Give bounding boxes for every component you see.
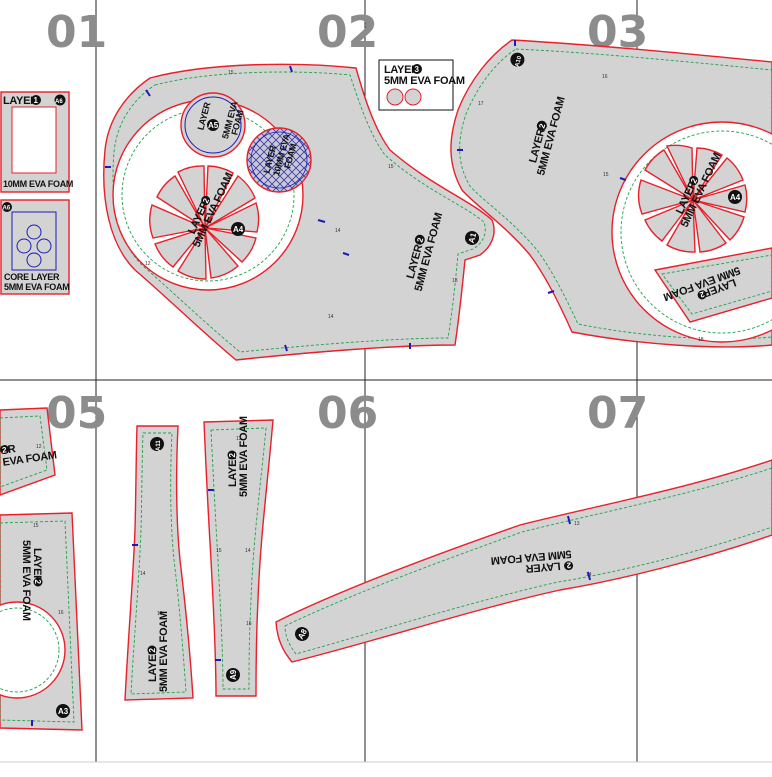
svg-text:16: 16 bbox=[58, 610, 64, 616]
page-number-01: 01 bbox=[46, 7, 107, 58]
a9-line1: LAYER bbox=[227, 452, 239, 487]
a8-line1: LAYER bbox=[525, 559, 561, 574]
piece-a3: 15 16 LAYER 2 5MM EVA FOAM A3 bbox=[0, 512, 83, 731]
svg-text:2: 2 bbox=[2, 445, 8, 455]
svg-text:A1: A1 bbox=[467, 231, 478, 244]
svg-text:18: 18 bbox=[698, 337, 704, 343]
layer1-badge: 1 bbox=[34, 96, 39, 105]
layer1-tag: A6 bbox=[55, 99, 63, 105]
a4-right-tag: A4 bbox=[730, 193, 741, 202]
svg-text:2: 2 bbox=[689, 176, 699, 184]
svg-text:15: 15 bbox=[603, 172, 609, 178]
svg-text:12: 12 bbox=[160, 684, 166, 690]
svg-text:15: 15 bbox=[216, 548, 222, 554]
svg-text:2: 2 bbox=[148, 648, 157, 653]
svg-text:14: 14 bbox=[335, 228, 341, 234]
a4-left-tag: A4 bbox=[233, 225, 244, 234]
piece-a4-flower-left: LAYER 2 5MM EVA FOAM A4 bbox=[149, 165, 260, 280]
core-line2: 5MM EVA FOAM bbox=[4, 282, 69, 292]
a11-line2: 5MM EVA FOAM bbox=[158, 611, 170, 692]
legend-badge: 3 bbox=[415, 65, 420, 74]
page-number-06: 06 bbox=[317, 388, 378, 439]
a1-tag: A1 bbox=[465, 231, 479, 245]
svg-text:2: 2 bbox=[566, 561, 572, 570]
svg-text:14: 14 bbox=[328, 314, 334, 320]
svg-text:13: 13 bbox=[574, 521, 580, 527]
page-number-07: 07 bbox=[587, 388, 648, 439]
svg-text:12: 12 bbox=[36, 444, 42, 450]
a11-line1: LAYER bbox=[147, 647, 159, 682]
a10-tag: A10 bbox=[515, 55, 524, 68]
piece-a8-long: 13 14 LAYER 2 5MM EVA FOAM A8 bbox=[275, 459, 772, 663]
a9-tag: A9 bbox=[229, 669, 238, 680]
page-number-02: 02 bbox=[317, 7, 378, 58]
a3-line2: 5MM EVA FOAM bbox=[20, 540, 32, 621]
svg-text:2: 2 bbox=[537, 122, 547, 129]
svg-text:2: 2 bbox=[228, 453, 237, 458]
svg-text:13: 13 bbox=[236, 436, 242, 442]
piece-a5-circle: A5 LAYER 5MM EVA FOAM bbox=[180, 92, 246, 158]
page-number-05: 05 bbox=[46, 388, 107, 439]
svg-text:15: 15 bbox=[33, 523, 39, 529]
core-tag: A6 bbox=[3, 206, 11, 212]
a1-badge: 2 bbox=[415, 236, 425, 243]
svg-text:14: 14 bbox=[586, 572, 592, 578]
svg-text:15: 15 bbox=[157, 611, 163, 617]
svg-text:14: 14 bbox=[140, 571, 146, 577]
layer1-foot: 10MM EVA FOAM bbox=[3, 179, 73, 189]
svg-text:15: 15 bbox=[388, 164, 394, 170]
svg-text:15: 15 bbox=[228, 70, 234, 76]
svg-text:2: 2 bbox=[698, 289, 706, 299]
piece-strip-right: LAYER 2 5MM EVA FOAM bbox=[653, 247, 772, 323]
svg-text:14: 14 bbox=[245, 548, 251, 554]
piece-a9: 13 14 15 16 LAYER 2 5MM EVA FOAM A9 bbox=[203, 416, 274, 697]
legend-line2: 5MM EVA FOAM bbox=[384, 75, 465, 87]
piece-a11: 12 14 15 A11 LAYER 2 5MM EVA FOAM bbox=[124, 425, 194, 701]
core-line1: CORE LAYER bbox=[4, 272, 60, 282]
core-layer-piece: A6 CORE LAYER 5MM EVA FOAM bbox=[0, 199, 70, 295]
svg-text:16: 16 bbox=[246, 621, 252, 627]
layer1-frame-piece: LAYER 1 A6 10MM EVA FOAM bbox=[0, 91, 73, 193]
a3-tag: A3 bbox=[58, 707, 69, 716]
a11-tag: A11 bbox=[156, 440, 162, 451]
a5-tag: A5 bbox=[208, 121, 219, 130]
svg-text:2: 2 bbox=[33, 580, 42, 585]
svg-text:17: 17 bbox=[478, 101, 484, 107]
piece-a5b-hatched-circle: LAYER 10MM EVA FOAM bbox=[246, 127, 312, 193]
layer1-title: LAYER bbox=[3, 95, 38, 107]
svg-text:16: 16 bbox=[602, 74, 608, 80]
piece-p05-top: LAYER 2 5MM EVA FOAM 12 bbox=[0, 407, 58, 496]
svg-text:13: 13 bbox=[452, 278, 458, 284]
svg-text:12: 12 bbox=[145, 261, 151, 267]
legend-box: LAYER 3 5MM EVA FOAM bbox=[378, 59, 465, 111]
a9-line2: 5MM EVA FOAM bbox=[238, 416, 250, 497]
a3-line1: LAYER bbox=[31, 548, 43, 583]
svg-text:2: 2 bbox=[201, 196, 211, 204]
legend-line1: LAYER bbox=[384, 64, 419, 76]
piece-a4-flower-right: LAYER 2 5MM EVA FOAM A4 bbox=[637, 144, 748, 253]
